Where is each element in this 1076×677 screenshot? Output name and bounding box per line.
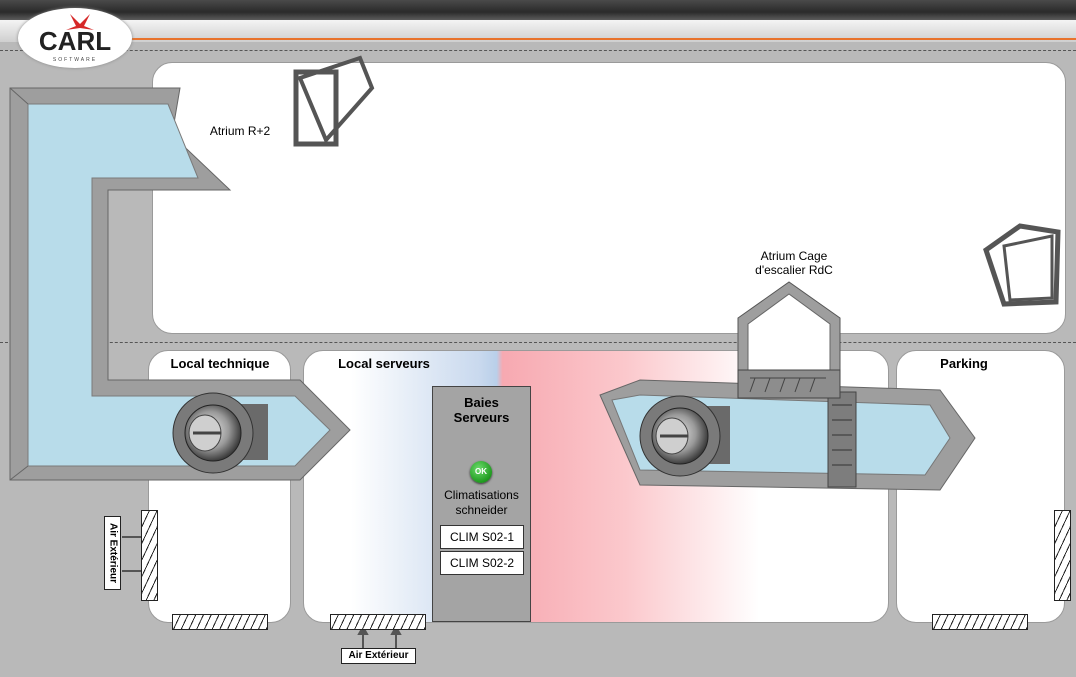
clim-system-label: Climatisations schneider bbox=[444, 488, 519, 517]
grille-icon bbox=[1054, 510, 1071, 601]
duct-left bbox=[9, 87, 351, 481]
clim-s02-2-button[interactable]: CLIM S02-2 bbox=[440, 551, 524, 575]
carl-logo: CARL SOFTWARE bbox=[18, 8, 132, 68]
baies-title: Baies Serveurs bbox=[453, 395, 510, 425]
baies-serveurs-panel: Baies Serveurs OK Climatisations schneid… bbox=[432, 386, 531, 622]
floor-divider-middle bbox=[0, 342, 1076, 343]
top-bar bbox=[0, 0, 1076, 20]
header-bar bbox=[0, 20, 1076, 42]
window-icon bbox=[983, 223, 1061, 307]
air-exterieur-label-vertical: Air Extérieur bbox=[104, 516, 121, 590]
brand-text: CARL bbox=[39, 26, 111, 56]
status-ok-badge[interactable]: OK bbox=[470, 461, 492, 483]
grille-icon bbox=[932, 614, 1028, 630]
stair-cage-unit bbox=[737, 281, 841, 399]
air-exterieur-label-bottom: Air Extérieur bbox=[341, 648, 416, 664]
floor-divider-top bbox=[0, 50, 1076, 51]
room-title-local-serveurs: Local serveurs bbox=[338, 356, 430, 371]
fan-icon bbox=[639, 395, 730, 477]
clim-s02-1-button[interactable]: CLIM S02-1 bbox=[440, 525, 524, 549]
label-atrium-r2: Atrium R+2 bbox=[209, 124, 271, 138]
svg-text:SOFTWARE: SOFTWARE bbox=[53, 57, 97, 63]
arrow-up-icon bbox=[357, 624, 402, 648]
label-atrium-cage: Atrium Cage d'escalier RdC bbox=[755, 249, 833, 277]
fan-icon bbox=[172, 392, 268, 474]
grille-icon bbox=[141, 510, 158, 601]
room-title-parking: Parking bbox=[940, 356, 988, 371]
grille-icon bbox=[330, 614, 426, 630]
grille-icon bbox=[172, 614, 268, 630]
atrium-upper-zone bbox=[152, 62, 1066, 334]
accent-line bbox=[120, 38, 1076, 40]
room-title-local-technique: Local technique bbox=[170, 356, 270, 371]
window-icon bbox=[293, 55, 375, 147]
